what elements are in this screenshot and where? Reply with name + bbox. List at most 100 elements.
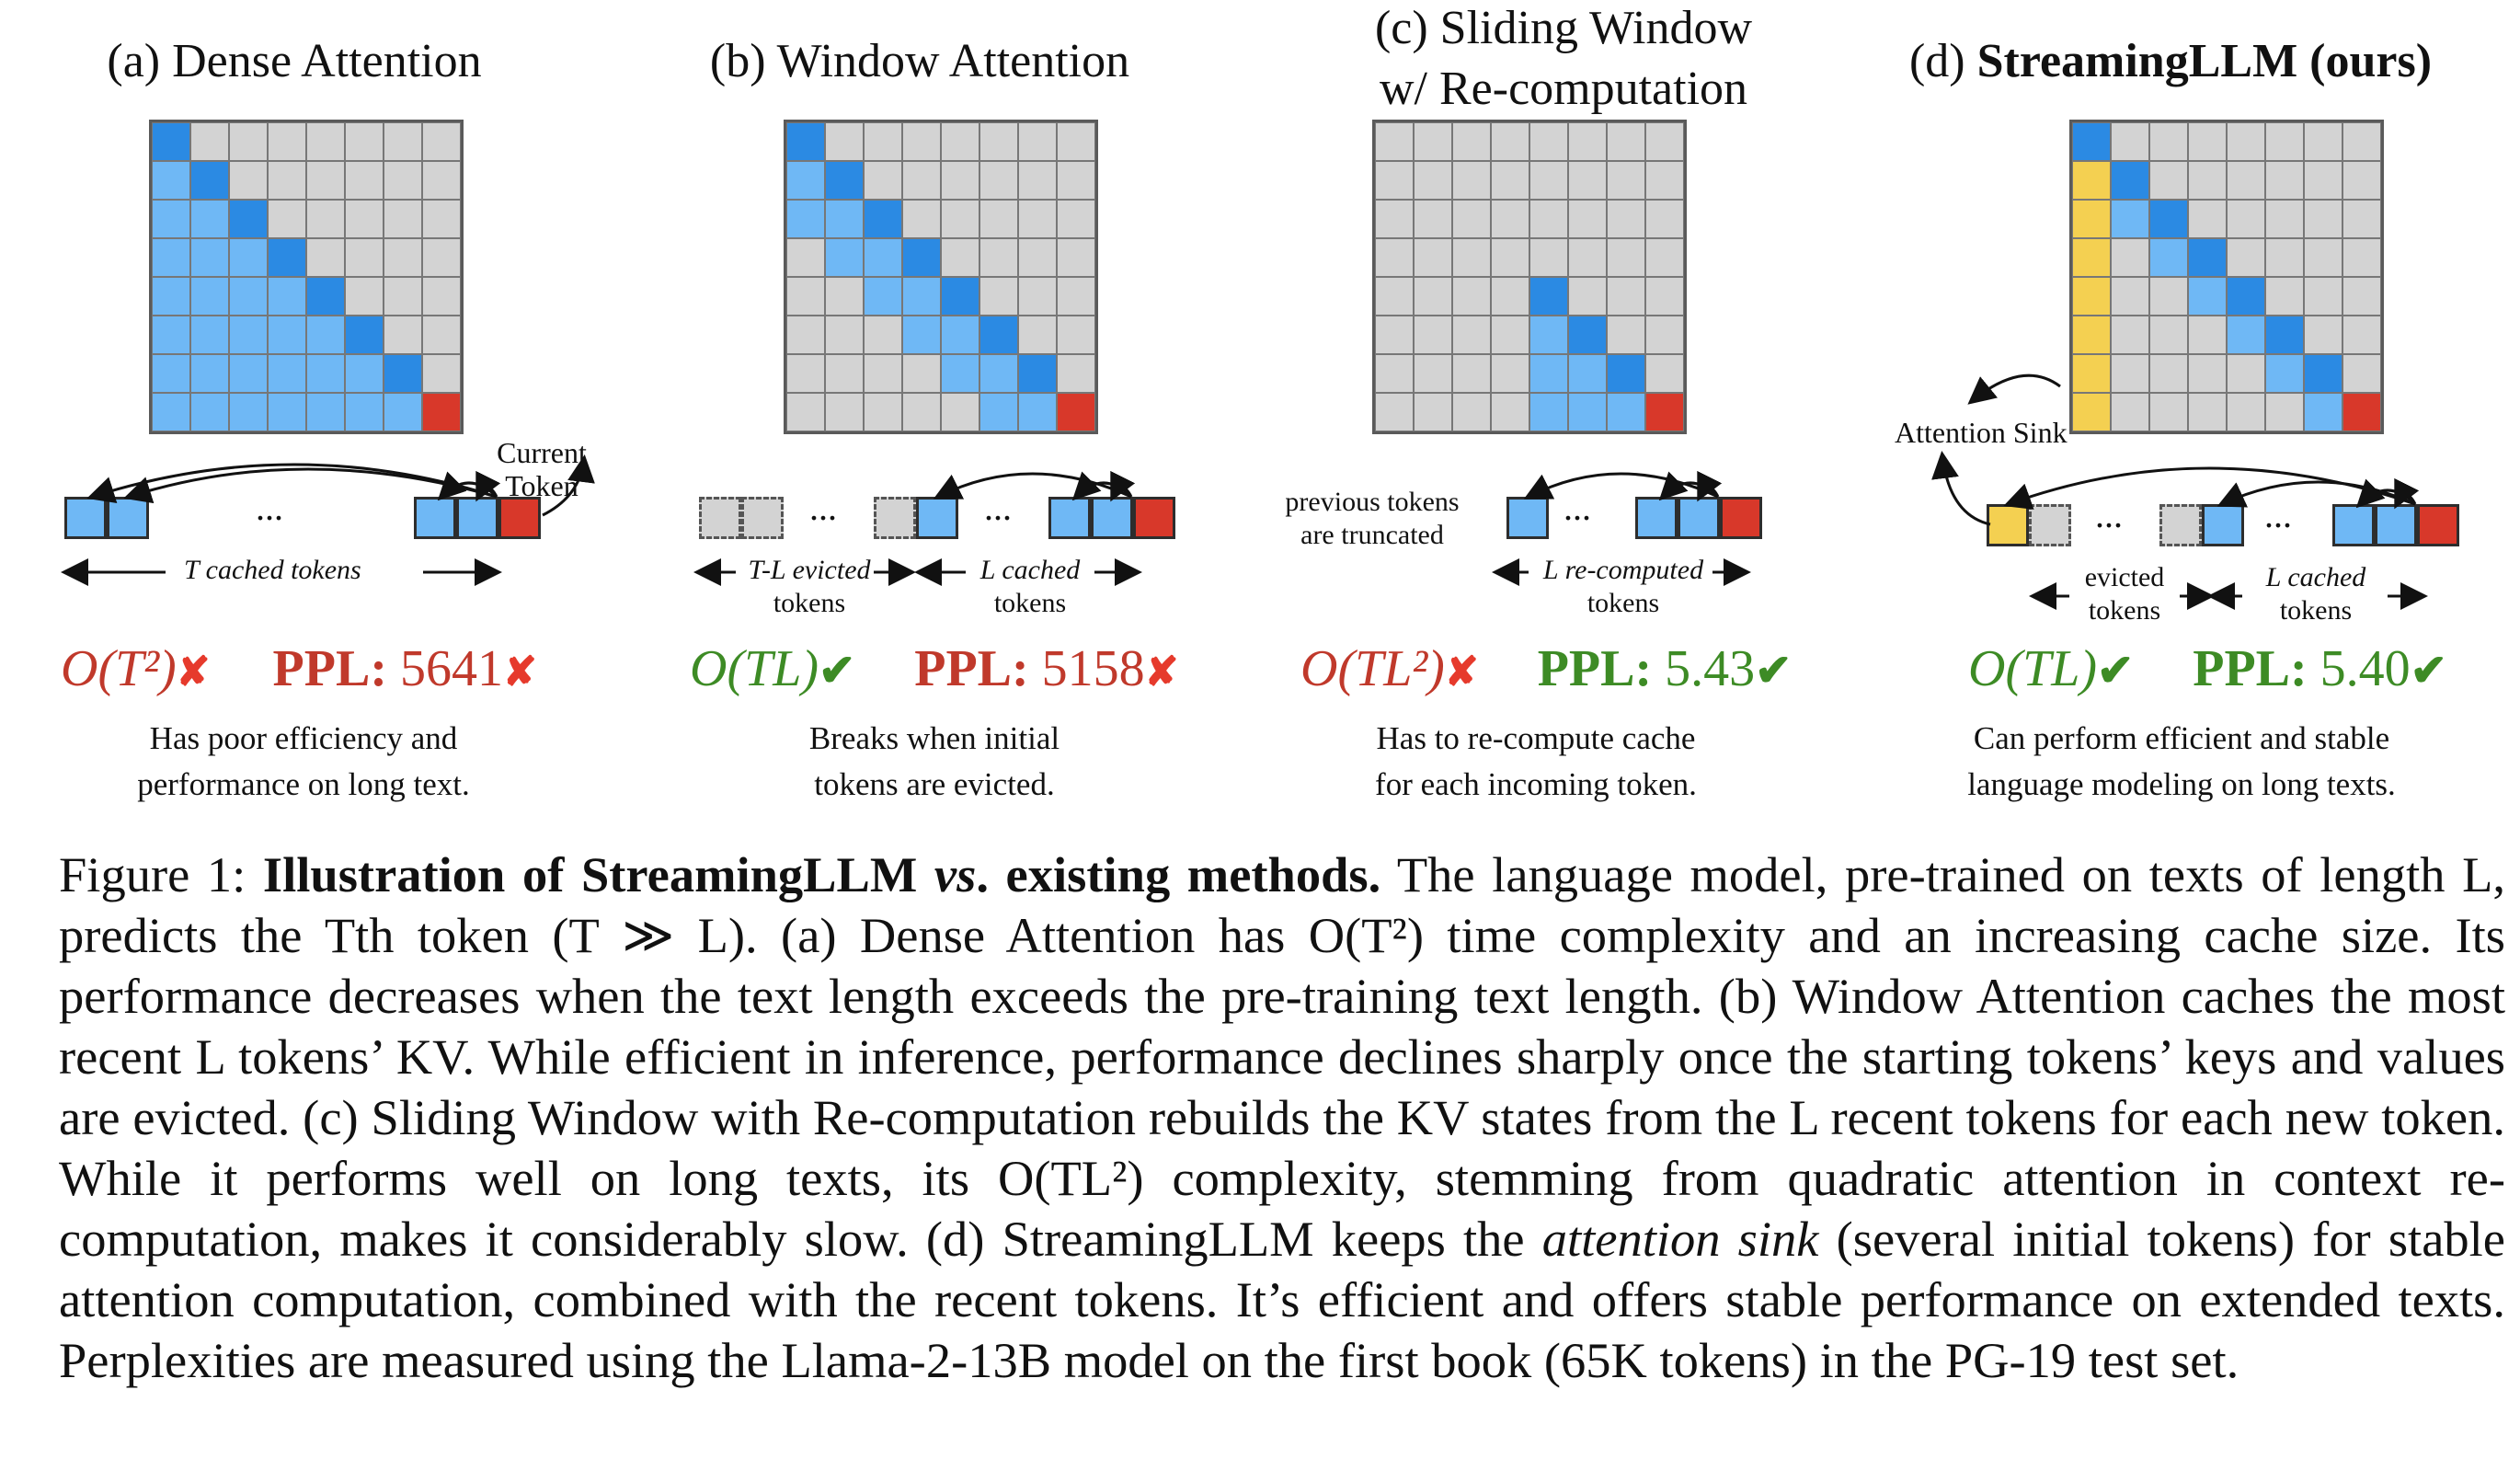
evicted-label-text-2: tokens bbox=[773, 588, 846, 618]
masked-cell bbox=[1529, 122, 1568, 161]
masked-cell bbox=[2304, 316, 2342, 354]
sink-cell bbox=[2072, 200, 2111, 238]
ppl-value: 5.40 bbox=[2320, 640, 2411, 697]
masked-cell bbox=[2342, 238, 2381, 277]
masked-cell bbox=[1645, 161, 1684, 200]
masked-cell bbox=[1452, 354, 1491, 393]
masked-cell bbox=[1645, 200, 1684, 238]
ppl-value: 5158 bbox=[1041, 640, 1145, 697]
masked-cell bbox=[2342, 316, 2381, 354]
masked-cell bbox=[1057, 122, 1095, 161]
masked-cell bbox=[979, 200, 1018, 238]
masked-cell bbox=[422, 161, 461, 200]
token-arrows bbox=[1931, 373, 2428, 610]
current-token bbox=[498, 497, 541, 539]
masked-cell bbox=[1057, 200, 1095, 238]
cached-label: L cached tokens bbox=[947, 554, 1113, 620]
masked-cell bbox=[1491, 277, 1529, 316]
token-arrows bbox=[1492, 470, 1751, 586]
masked-cell bbox=[2149, 393, 2188, 431]
masked-cell bbox=[1452, 316, 1491, 354]
attended-cell bbox=[864, 238, 902, 277]
attended-cell bbox=[902, 277, 941, 316]
complexity: O(TL) bbox=[690, 640, 819, 697]
diagonal-cell bbox=[152, 122, 190, 161]
token-row-left bbox=[64, 497, 149, 539]
evicted-token bbox=[2029, 504, 2071, 546]
masked-cell bbox=[1491, 161, 1529, 200]
masked-cell bbox=[941, 200, 979, 238]
attended-cell bbox=[979, 393, 1018, 431]
token bbox=[414, 497, 456, 539]
panel-title-line1: (c) Sliding Window bbox=[1374, 2, 1753, 54]
masked-cell bbox=[384, 316, 422, 354]
caption-bold-italic: vs bbox=[934, 846, 977, 902]
masked-cell bbox=[1018, 122, 1057, 161]
masked-cell bbox=[825, 393, 864, 431]
recomputed-label: L re-computed tokens bbox=[1499, 554, 1747, 620]
cached-tokens-text: T cached tokens bbox=[184, 555, 361, 585]
sink-cell bbox=[2072, 161, 2111, 200]
description-line: Has to re-compute cache bbox=[1376, 720, 1696, 756]
masked-cell bbox=[1375, 238, 1414, 277]
masked-cell bbox=[2342, 354, 2381, 393]
attended-cell bbox=[306, 316, 345, 354]
diagonal-cell bbox=[825, 161, 864, 200]
diagonal-cell bbox=[1607, 354, 1645, 393]
description-line: Can perform efficient and stable bbox=[1973, 720, 2390, 756]
ellipsis: ... bbox=[984, 487, 1012, 528]
cached-label: L cached tokens bbox=[2242, 561, 2389, 627]
evicted-token bbox=[2159, 504, 2202, 546]
ellipsis: ... bbox=[256, 487, 283, 528]
masked-cell bbox=[1529, 238, 1568, 277]
attended-cell bbox=[1568, 354, 1607, 393]
attended-cell bbox=[268, 277, 306, 316]
diagonal-cell bbox=[306, 277, 345, 316]
masked-cell bbox=[1491, 122, 1529, 161]
masked-cell bbox=[864, 393, 902, 431]
sink-cell bbox=[2072, 238, 2111, 277]
attended-cell bbox=[979, 354, 1018, 393]
masked-cell bbox=[1057, 354, 1095, 393]
masked-cell bbox=[1607, 316, 1645, 354]
attended-cell bbox=[306, 354, 345, 393]
token-arrows bbox=[61, 454, 595, 586]
masked-cell bbox=[825, 277, 864, 316]
masked-cell bbox=[306, 122, 345, 161]
token bbox=[64, 497, 107, 539]
masked-cell bbox=[2227, 161, 2265, 200]
masked-cell bbox=[1607, 200, 1645, 238]
masked-cell bbox=[2304, 161, 2342, 200]
masked-cell bbox=[2149, 122, 2188, 161]
attended-cell bbox=[864, 277, 902, 316]
masked-cell bbox=[2227, 393, 2265, 431]
masked-cell bbox=[422, 238, 461, 277]
masked-cell bbox=[979, 122, 1018, 161]
panel-title: (d) StreamingLLM (ours) bbox=[1876, 31, 2465, 92]
description-line: language modeling on long texts. bbox=[1967, 766, 2396, 802]
diagonal-cell bbox=[979, 316, 1018, 354]
evicted-label: T-L evicted tokens bbox=[717, 554, 901, 620]
masked-cell bbox=[2188, 393, 2227, 431]
masked-cell bbox=[1568, 122, 1607, 161]
evicted-token bbox=[874, 497, 916, 539]
ellipsis: ... bbox=[809, 487, 837, 528]
current-cell bbox=[422, 393, 461, 431]
masked-cell bbox=[268, 161, 306, 200]
masked-cell bbox=[2227, 200, 2265, 238]
diagonal-cell bbox=[2188, 238, 2227, 277]
masked-cell bbox=[2149, 161, 2188, 200]
masked-cell bbox=[384, 277, 422, 316]
masked-cell bbox=[1375, 354, 1414, 393]
panel-title-bold: StreamingLLM (ours) bbox=[1976, 35, 2433, 87]
current-cell bbox=[1645, 393, 1684, 431]
attended-cell bbox=[152, 316, 190, 354]
masked-cell bbox=[941, 393, 979, 431]
masked-cell bbox=[902, 393, 941, 431]
masked-cell bbox=[1375, 277, 1414, 316]
evicted-label-text: T-L evicted bbox=[748, 555, 871, 585]
evicted-label: evicted tokens bbox=[2069, 561, 2180, 627]
ppl-value: 5.43 bbox=[1665, 640, 1756, 697]
cached-text: L cached bbox=[2265, 562, 2366, 592]
masked-cell bbox=[1452, 238, 1491, 277]
